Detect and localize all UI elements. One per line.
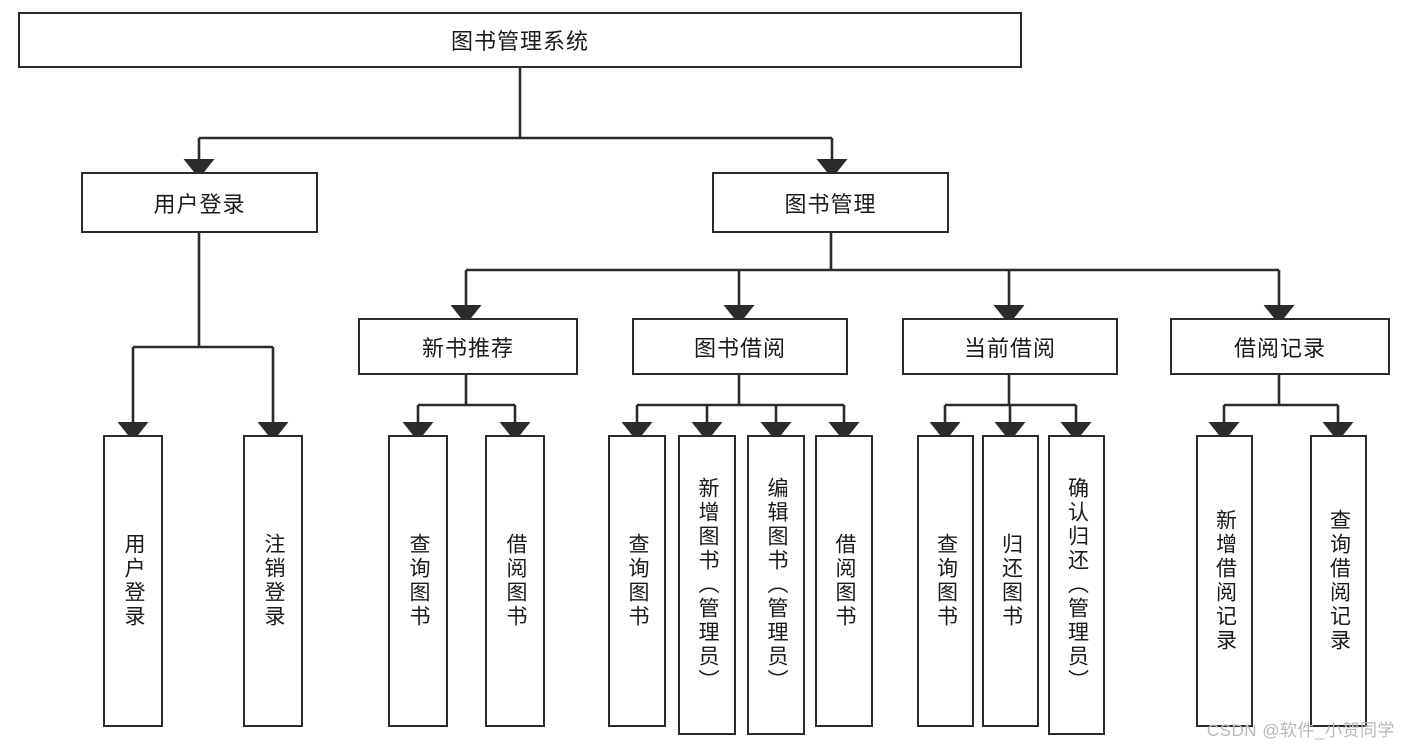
leaf-add-book-admin[interactable]: 新增图书（管理员）: [678, 435, 736, 735]
leaf-return-book[interactable]: 归还图书: [982, 435, 1039, 727]
leaf-query-books-current[interactable]: 查询图书: [917, 435, 974, 727]
leaf-query-borrow-record[interactable]: 查询借阅记录: [1310, 435, 1367, 727]
node-level2-current-borrow[interactable]: 当前借阅: [902, 318, 1118, 375]
csdn-watermark: CSDN @软件_小贺同学: [1206, 721, 1395, 740]
leaf-borrow-books-recommend[interactable]: 借阅图书: [485, 435, 545, 727]
leaf-borrow-book[interactable]: 借阅图书: [815, 435, 873, 727]
leaf-add-borrow-record[interactable]: 新增借阅记录: [1196, 435, 1253, 727]
leaf-edit-book-admin[interactable]: 编辑图书（管理员）: [747, 435, 805, 735]
leaf-user-login[interactable]: 用户登录: [103, 435, 163, 727]
leaf-user-logout[interactable]: 注销登录: [243, 435, 303, 727]
node-level2-borrow-records[interactable]: 借阅记录: [1170, 318, 1390, 375]
leaf-query-books-recommend[interactable]: 查询图书: [388, 435, 448, 727]
node-level1-user-login[interactable]: 用户登录: [81, 172, 318, 233]
leaf-confirm-return-admin[interactable]: 确认归还（管理员）: [1048, 435, 1105, 735]
node-root[interactable]: 图书管理系统: [18, 12, 1022, 68]
leaf-query-books-borrow[interactable]: 查询图书: [608, 435, 666, 727]
node-level2-new-book-recommend[interactable]: 新书推荐: [358, 318, 578, 375]
node-level2-book-borrow[interactable]: 图书借阅: [632, 318, 848, 375]
node-level1-book-management[interactable]: 图书管理: [712, 172, 949, 233]
